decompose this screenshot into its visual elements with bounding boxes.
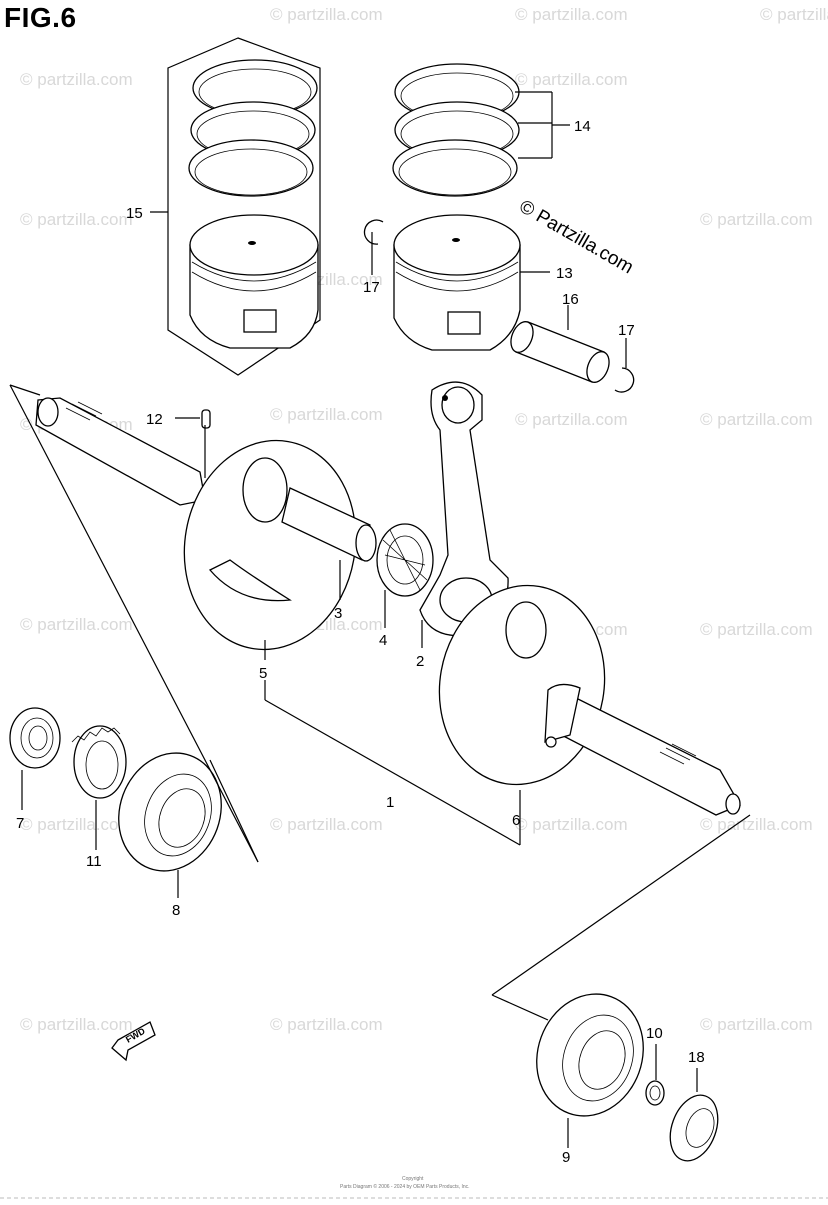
watermark: © partzilla.com — [515, 70, 628, 89]
shim-10 — [645, 1080, 665, 1106]
figure-title: FIG.6 — [4, 2, 77, 33]
piston-pin — [510, 321, 610, 383]
watermark: © partzilla.com — [270, 815, 383, 834]
callout-4: 4 — [379, 632, 387, 649]
watermark: © partzilla.com — [515, 410, 628, 429]
watermark: © partzilla.com — [270, 5, 383, 24]
callout-8: 8 — [172, 902, 180, 919]
crankshaft-left — [35, 397, 377, 651]
piston-left — [189, 214, 319, 349]
copyright-line-2: Parts Diagram © 2006 - 2024 by OEM Parts… — [340, 1183, 470, 1190]
reference-lines — [9, 91, 751, 1148]
circlip-right — [614, 367, 635, 393]
watermark: © partzilla.com — [20, 210, 133, 229]
piston-rings-right — [392, 63, 520, 197]
callout-2: 2 — [416, 653, 424, 670]
callout-3: 3 — [334, 605, 342, 622]
brand-watermark: © Partzilla.com — [516, 196, 637, 278]
callout-17: 17 — [618, 322, 635, 339]
piston-kit-outline — [167, 37, 321, 376]
piston-kit-group — [167, 37, 321, 376]
callout-10: 10 — [646, 1025, 663, 1042]
piston-rings-left — [188, 59, 318, 197]
callout-14: 14 — [574, 118, 591, 135]
callouts: 15 12 17 14 13 16 17 3 4 2 5 1 6 7 11 8 … — [16, 118, 705, 1166]
callout-16: 16 — [562, 291, 579, 308]
watermark: © partzilla.com — [515, 5, 628, 24]
watermark: © partzilla.com — [760, 5, 828, 24]
callout-17: 17 — [363, 279, 380, 296]
callout-1: 1 — [386, 794, 394, 811]
dowel-pin — [201, 409, 211, 429]
copyright-line-1: Copyright — [402, 1176, 424, 1182]
watermark: © partzilla.com — [700, 410, 813, 429]
circlip-left — [363, 219, 384, 245]
crankshaft-right — [438, 584, 741, 816]
callout-13: 13 — [556, 265, 573, 282]
bearing-9 — [536, 993, 644, 1117]
callout-12: 12 — [146, 411, 163, 428]
timing-gear-11 — [71, 725, 127, 799]
watermark: © partzilla.com — [20, 70, 133, 89]
watermark: © partzilla.com — [700, 1015, 813, 1034]
watermark: © partzilla.com — [700, 210, 813, 229]
piston-right — [393, 214, 521, 351]
callout-15: 15 — [126, 205, 143, 222]
watermark: © partzilla.com — [20, 815, 133, 834]
watermark: © partzilla.com — [270, 1015, 383, 1034]
watermark: © partzilla.com — [20, 615, 133, 634]
callout-18: 18 — [688, 1049, 705, 1066]
watermark: © partzilla.com — [20, 1015, 133, 1034]
needle-bearing — [376, 523, 434, 597]
bearing-7 — [9, 707, 61, 769]
watermark: © partzilla.com — [515, 815, 628, 834]
callout-6: 6 — [512, 812, 520, 829]
oil-seal-18 — [669, 1094, 719, 1162]
watermark: © partzilla.com — [700, 815, 813, 834]
callout-9: 9 — [562, 1149, 570, 1166]
callout-7: 7 — [16, 815, 24, 832]
callout-5: 5 — [259, 665, 267, 682]
bearing-8 — [118, 752, 222, 872]
callout-11: 11 — [86, 853, 102, 870]
watermark: © partzilla.com — [700, 620, 813, 639]
watermark: © partzilla.com — [270, 405, 383, 424]
